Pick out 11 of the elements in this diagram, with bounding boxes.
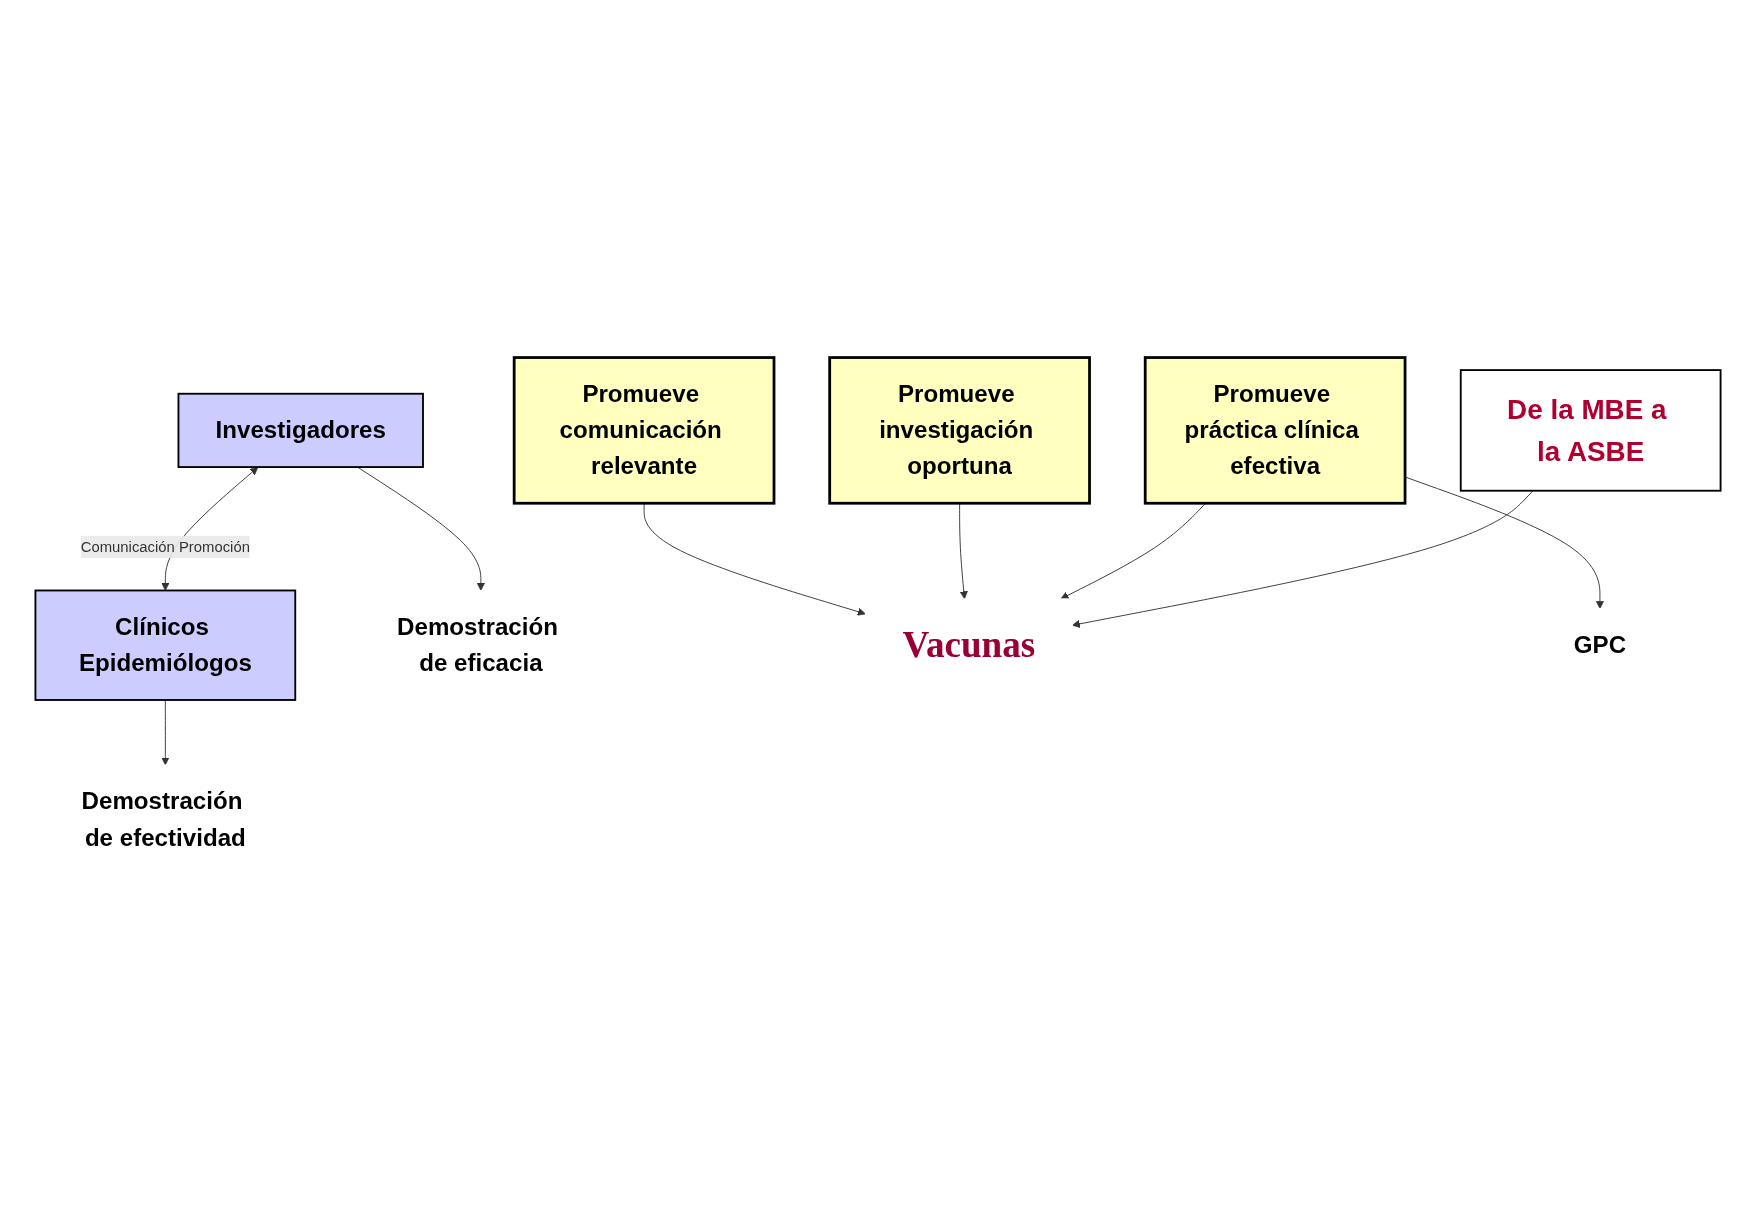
node-text: Demostración de efectividad [81, 786, 246, 851]
node-text: GPC [1573, 630, 1627, 659]
node-box: Clínicos Epidemiólogos [34, 589, 297, 701]
edge-label: Comunicación Promoción [80, 538, 250, 554]
node-box: Promueve práctica clínica efectiva [1143, 355, 1407, 505]
node-box: De la MBE a la ASBE [1459, 368, 1722, 492]
node-box: Promueve investigación oportuna [828, 355, 1091, 505]
node-text: Vacunas [902, 623, 1036, 666]
node-box: Investigadores [177, 392, 424, 468]
node-box: Promueve comunicación relevante [512, 355, 776, 505]
node-text: Demostración de eficacia [397, 612, 558, 677]
